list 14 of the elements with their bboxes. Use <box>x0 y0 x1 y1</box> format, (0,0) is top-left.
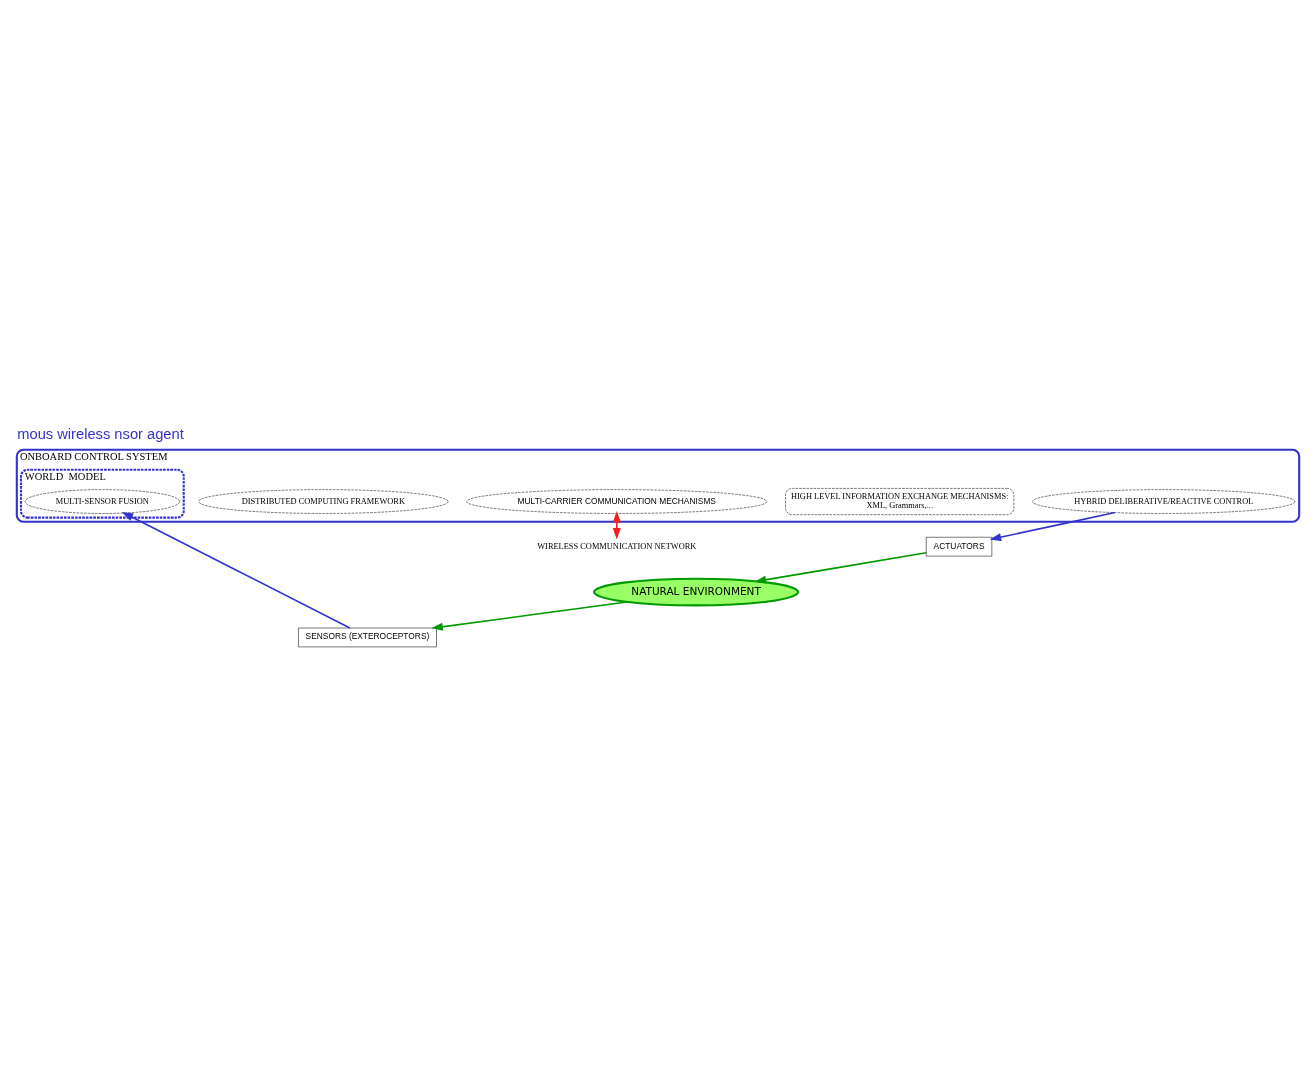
arrow <box>612 511 621 540</box>
node-box: HIGH LEVEL INFORMATION EXCHANGE MECHANISMS: XML, Grammars,... <box>785 488 1015 515</box>
node-box: ACTUATORS <box>926 537 993 557</box>
node-ellipse: MULTI-CARRIER COMMUNICATION MECHANISMS <box>466 489 768 514</box>
node-box: SENSORS (EXTEROCEPTORS) <box>298 627 437 648</box>
node-ellipse: DISTRIBUTED COMPUTING FRAMEWORK <box>198 489 449 514</box>
arrow <box>121 511 351 629</box>
arrow <box>754 551 927 584</box>
node-text: WIRELESS COMMUNICATION NETWORK <box>537 541 697 551</box>
diagram-title: mous wireless nsor agent <box>17 425 184 442</box>
arrow <box>989 511 1116 542</box>
arrow <box>431 601 628 631</box>
node-ellipse: MULTI-SENSOR FUSION <box>24 489 180 514</box>
node-ellipse: HYBRID DELIBERATIVE/REACTIVE CONTROL <box>1032 489 1296 514</box>
